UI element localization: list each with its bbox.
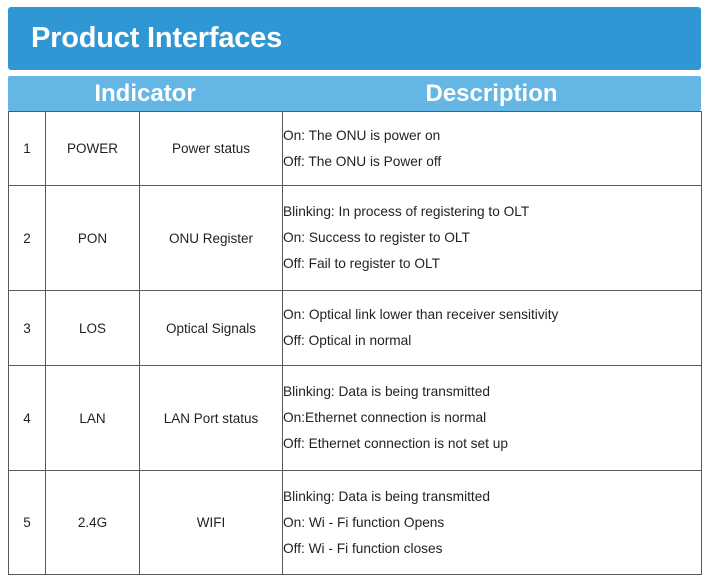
indicator-name: LAN Port status: [139, 365, 283, 471]
description-line: Off: Wi - Fi function closes: [283, 540, 443, 556]
indicator-name: Optical Signals: [139, 290, 283, 366]
indicator-abbreviation: LOS: [45, 290, 140, 366]
indicator-description: Blinking: In process of registering to O…: [282, 185, 702, 291]
description-line: Blinking: In process of registering to O…: [283, 204, 530, 219]
row-number: 1: [8, 111, 46, 186]
row-number: 2: [8, 185, 46, 291]
column-header-indicator: Indicator: [94, 79, 196, 107]
table-row: 3 LOS Optical Signals On: Optical link l…: [8, 290, 702, 366]
description-line: Blinking: Data is being transmitted: [283, 488, 490, 504]
indicator-name: WIFI: [139, 470, 283, 575]
indicator-name: ONU Register: [139, 185, 283, 291]
title-banner: Product Interfaces: [8, 7, 701, 70]
column-header-description: Description: [425, 79, 558, 107]
indicator-description: Blinking: Data is being transmitted On:E…: [282, 365, 702, 471]
description-line: On:Ethernet connection is normal: [283, 410, 487, 425]
row-number: 5: [8, 470, 46, 575]
indicator-description: On: The ONU is power on Off: The ONU is …: [282, 111, 702, 186]
description-line: On: The ONU is power on: [283, 127, 441, 143]
description-line: On: Success to register to OLT: [283, 230, 470, 245]
indicator-abbreviation: LAN: [45, 365, 140, 471]
description-line: Off: Ethernet connection is not set up: [283, 436, 508, 451]
indicator-table: 1 POWER Power status On: The ONU is powe…: [8, 111, 702, 575]
description-line: Off: Optical in normal: [283, 333, 412, 348]
row-number: 3: [8, 290, 46, 366]
description-line: On: Optical link lower than receiver sen…: [283, 307, 559, 322]
table-row: 1 POWER Power status On: The ONU is powe…: [8, 111, 702, 186]
indicator-name: Power status: [139, 111, 283, 186]
page-title: Product Interfaces: [31, 22, 283, 54]
indicator-abbreviation: POWER: [45, 111, 140, 186]
table-row: 4 LAN LAN Port status Blinking: Data is …: [8, 365, 702, 471]
indicator-description: On: Optical link lower than receiver sen…: [282, 290, 702, 366]
description-line: Off: Fail to register to OLT: [283, 256, 440, 271]
table-row: 2 PON ONU Register Blinking: In process …: [8, 185, 702, 291]
description-line: Blinking: Data is being transmitted: [283, 384, 490, 399]
indicator-abbreviation: PON: [45, 185, 140, 291]
indicator-abbreviation: 2.4G: [45, 470, 140, 575]
table-header-band: Indicator Description: [8, 76, 701, 111]
description-line: Off: The ONU is Power off: [283, 153, 442, 169]
indicator-description: Blinking: Data is being transmitted On: …: [282, 470, 702, 575]
row-number: 4: [8, 365, 46, 471]
description-line: On: Wi ‑ Fi function Opens: [283, 514, 445, 530]
table-row: 5 2.4G WIFI Blinking: Data is being tran…: [8, 470, 702, 575]
